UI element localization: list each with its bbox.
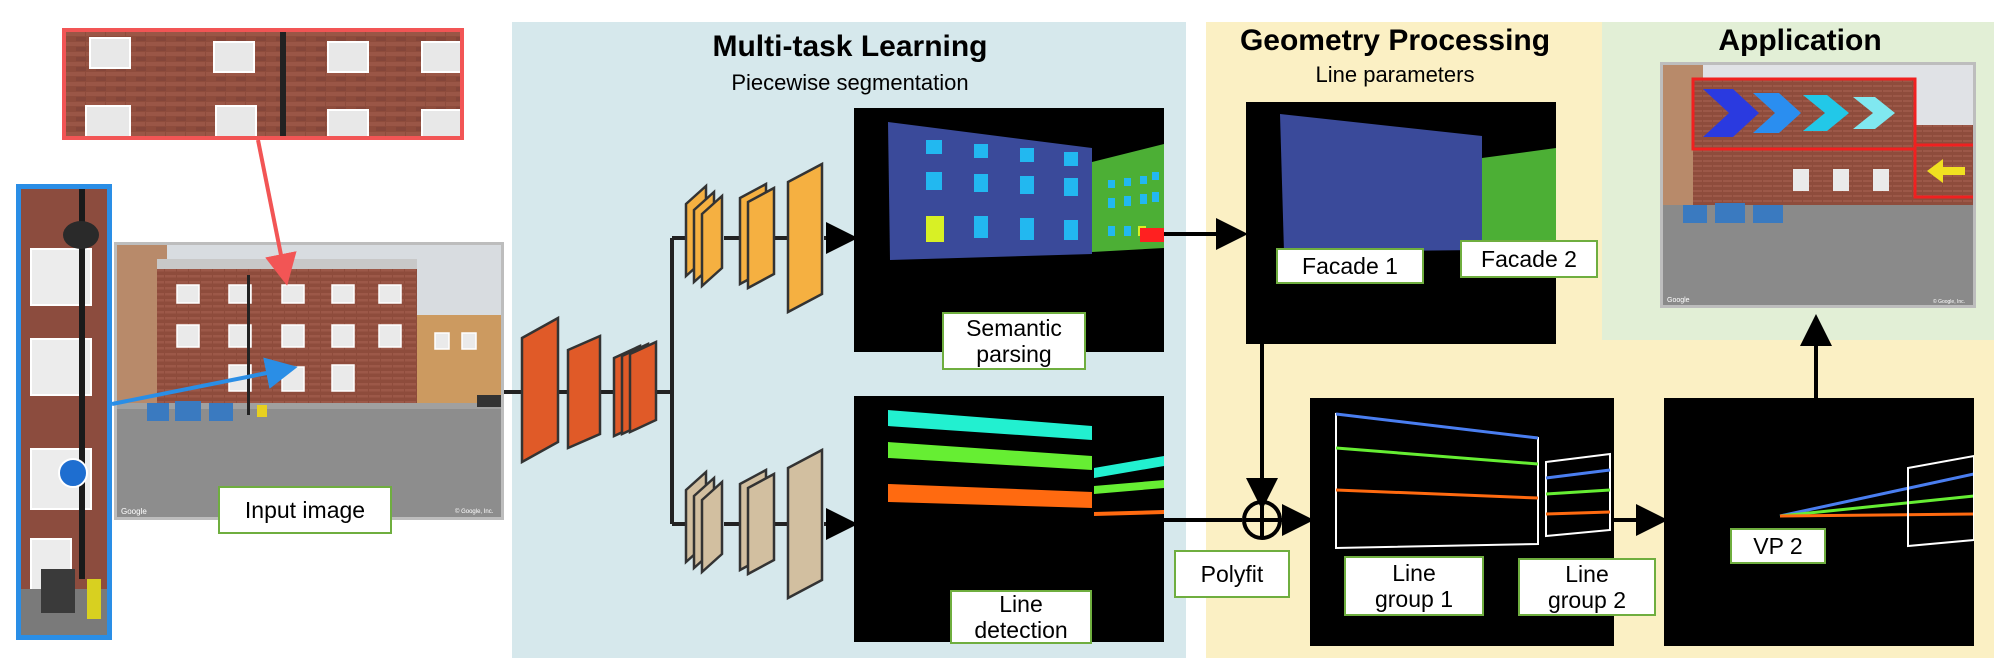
application-image: Google © Google, Inc.	[1660, 62, 1976, 308]
encoder-layer-3c	[628, 340, 658, 434]
line-decoder-layer-3	[786, 447, 824, 601]
semantic-parsing-output	[854, 108, 1164, 352]
facade-mask-map	[1280, 114, 1556, 252]
line-group-1-label: Line group 1	[1344, 556, 1484, 616]
encoder-layers	[520, 315, 658, 465]
sum-operator	[1242, 500, 1282, 540]
input-image: Google © Google, Inc.	[114, 242, 504, 520]
facade-1-label: Facade 1	[1276, 248, 1424, 284]
app-google-watermark: Google	[1667, 297, 1690, 304]
semantic-segmentation-map	[888, 122, 1164, 260]
line-detection-decoder	[684, 447, 824, 601]
vp-2-label: VP 2	[1730, 528, 1826, 564]
encoder-layer-1	[520, 315, 560, 465]
line-decoder-layer-1c	[700, 479, 724, 575]
segmentation-decoder	[684, 161, 824, 315]
brick-facade-crop-image	[66, 32, 460, 136]
ar-direction-arrows	[1703, 89, 1965, 183]
input-image-label: Input image	[218, 486, 392, 534]
seg-decoder-layer-1c	[700, 193, 724, 289]
vanishing-point-map	[1779, 454, 1974, 548]
line-detection-map	[888, 410, 1164, 516]
seg-decoder-layer-3	[786, 161, 824, 315]
encoder-layer-2	[566, 334, 602, 450]
line-groups-map	[1335, 412, 1611, 550]
app-copyright-watermark: © Google, Inc.	[1933, 299, 1966, 305]
line-detection-label: Line detection	[950, 590, 1092, 644]
geometry-processing-title: Geometry Processing	[1239, 24, 1551, 57]
polyfit-label: Polyfit	[1174, 550, 1290, 598]
multitask-learning-subtitle: Piecewise segmentation	[731, 70, 969, 95]
facade-parameters-output	[1246, 102, 1556, 344]
application-title: Application	[1718, 24, 1882, 57]
line-group-2-label: Line group 2	[1518, 558, 1656, 616]
zoom-crop-blue	[16, 184, 112, 640]
facade-2-label: Facade 2	[1460, 240, 1598, 278]
copyright-watermark: © Google, Inc.	[455, 509, 494, 515]
geometry-processing-subtitle: Line parameters	[1315, 62, 1475, 87]
zoom-crop-red	[62, 28, 464, 140]
multitask-learning-title: Multi-task Learning	[712, 30, 988, 63]
line-decoder-layer-2b	[746, 471, 776, 577]
semantic-parsing-label: Semantic parsing	[942, 312, 1086, 370]
ar-navigation-photo	[1663, 65, 1973, 305]
vanishing-point-output	[1664, 398, 1974, 646]
google-watermark: Google	[121, 507, 147, 516]
street-pole-crop-image	[21, 189, 107, 635]
seg-decoder-layer-2b	[746, 185, 776, 291]
